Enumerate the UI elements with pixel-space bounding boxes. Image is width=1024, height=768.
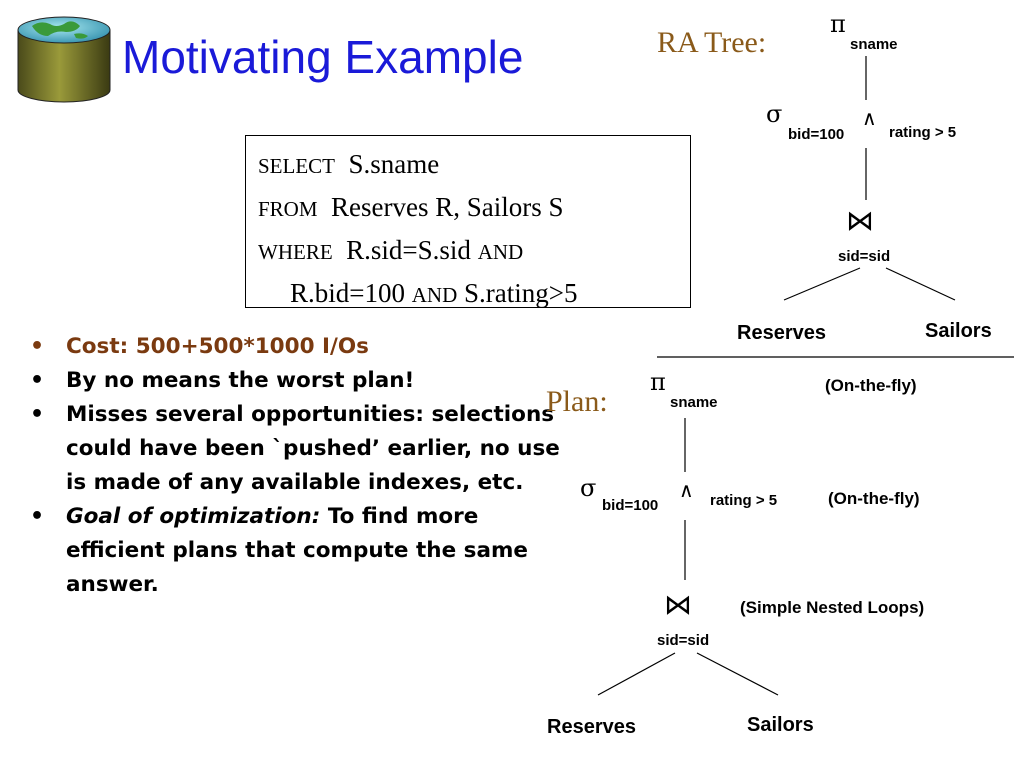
ra-pi-subscript: sname xyxy=(850,36,898,53)
sql-select-line: SELECT S.sname xyxy=(258,144,690,187)
plan-pi-subscript: sname xyxy=(670,394,718,411)
plan-sigma-note: (On-the-fly) xyxy=(828,489,920,508)
bullet-list: • Cost: 500+500*1000 I/Os • By no means … xyxy=(30,330,575,602)
bullet-cost-text: Cost: 500+500*1000 I/Os xyxy=(66,334,369,359)
bullet-cost: • Cost: 500+500*1000 I/Os xyxy=(30,334,369,359)
bullet-missed-text: Misses several opportunities: selections… xyxy=(66,402,560,495)
plan-sigma-symbol: σ xyxy=(580,474,597,502)
plan-join-note: (Simple Nested Loops) xyxy=(740,598,925,617)
ra-join-symbol: ⋈ xyxy=(846,204,874,237)
plan-leaf-sailors: Sailors xyxy=(747,714,814,736)
ra-sigma-subscript: bid=100 xyxy=(788,126,845,143)
bullet-not-worst: • By no means the worst plan! xyxy=(30,368,415,393)
plan-join-subscript: sid=sid xyxy=(657,632,710,649)
sql-keyword-where: WHERE xyxy=(258,240,333,264)
sql-from-line: FROM Reserves R, Sailors S xyxy=(258,187,690,230)
bullet-missed-opportunities: • Misses several opportunities: selectio… xyxy=(30,402,560,495)
plan-pi-symbol: π xyxy=(650,368,666,396)
bullet-goal-label: Goal of optimization: xyxy=(66,504,321,529)
ra-pi-symbol: π xyxy=(830,10,846,38)
slide-title: Motivating Example xyxy=(122,31,524,83)
ra-tree-label: RA Tree: xyxy=(657,26,767,59)
sql-keyword-and: AND xyxy=(411,283,458,307)
sql-where-line: WHERE R.sid=S.sid AND xyxy=(258,230,690,273)
ra-join-subscript: sid=sid xyxy=(838,248,891,265)
sql-condition-line: R.bid=100 AND S.rating>5 xyxy=(258,273,690,316)
database-globe-icon xyxy=(17,16,111,103)
plan-sigma-subscript: bid=100 xyxy=(602,497,659,514)
bullet-not-worst-text: By no means the worst plan! xyxy=(66,368,415,393)
plan-leaf-reserves: Reserves xyxy=(547,716,636,738)
sql-condition-bid: R.bid=100 xyxy=(290,278,405,308)
ra-and-symbol: ∧ xyxy=(862,106,877,130)
plan-pi-note: (On-the-fly) xyxy=(825,376,917,395)
sql-keyword-from: FROM xyxy=(258,197,318,221)
bullet-goal-text: To find more efficient plans that comput… xyxy=(66,504,528,597)
plan-and-symbol: ∧ xyxy=(679,478,694,502)
ra-sigma-symbol: σ xyxy=(766,100,783,128)
sql-keyword-select: SELECT xyxy=(258,154,335,178)
plan-rating-condition: rating > 5 xyxy=(710,492,778,509)
sql-query-box: SELECT S.sname FROM Reserves R, Sailors … xyxy=(245,135,691,308)
sql-keyword-and: AND xyxy=(477,240,524,264)
ra-leaf-reserves: Reserves xyxy=(737,322,826,344)
ra-rating-condition: rating > 5 xyxy=(889,124,957,141)
sql-from-value: Reserves R, Sailors S xyxy=(331,192,564,222)
sql-condition-rating: S.rating>5 xyxy=(464,278,578,308)
sql-where-value: R.sid=S.sid xyxy=(346,235,471,265)
plan-label: Plan: xyxy=(546,385,608,418)
sql-select-value: S.sname xyxy=(348,149,440,179)
bullet-goal: • Goal of optimization: To find more eff… xyxy=(30,504,528,597)
plan-join-symbol: ⋈ xyxy=(664,588,692,621)
ra-leaf-sailors: Sailors xyxy=(925,320,992,342)
